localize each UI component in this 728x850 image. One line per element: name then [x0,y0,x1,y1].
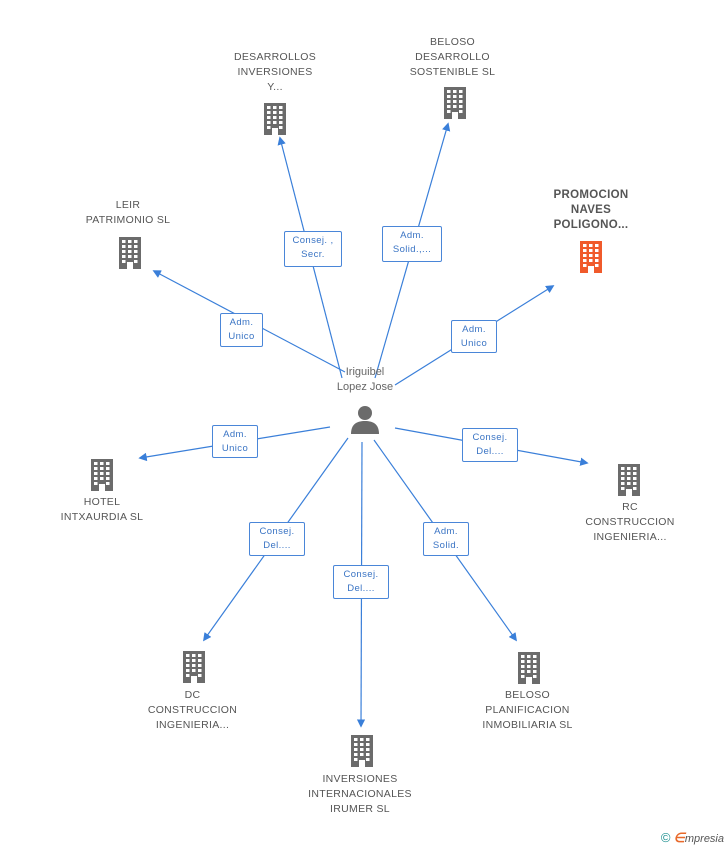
role-badge-rc: Consej. Del.... [462,428,518,462]
building-icon[interactable] [577,239,605,273]
role-badge-dc: Consej. Del.... [249,522,305,556]
company-label-rc[interactable]: RC CONSTRUCCION INGENIERIA... [585,501,675,543]
building-icon[interactable] [348,733,376,767]
building-icon[interactable] [441,85,469,119]
brand-e-logo: ∈ [673,830,685,845]
company-label-promocion[interactable]: PROMOCION NAVES POLIGONO... [553,189,629,231]
building-icon[interactable] [116,235,144,269]
role-badge-hotel: Adm. Unico [212,425,258,458]
role-badge-leir: Adm. Unico [220,313,263,347]
role-badge-desarrollos: Consej. , Secr. [284,231,342,267]
center-person-name[interactable]: Iriguibel Lopez Jose [336,366,394,393]
building-icon[interactable] [261,101,289,135]
company-label-desarrollos[interactable]: DESARROLLOS INVERSIONES Y... [233,51,317,93]
brand-name: mpresia [684,833,724,845]
company-label-hotel[interactable]: HOTEL INTXAURDIA SL [60,496,144,523]
copyright-symbol: © [660,830,671,845]
role-badge-beloso-des: Adm. Solid.,... [382,226,442,262]
company-label-inversiones[interactable]: INVERSIONES INTERNACIONALES IRUMER SL [308,773,412,815]
footer-brand: © ∈mpresia [661,830,724,846]
company-label-beloso-des[interactable]: BELOSO DESARROLLO SOSTENIBLE SL [409,36,496,78]
building-icon[interactable] [515,650,543,684]
building-icon[interactable] [180,649,208,683]
company-label-dc[interactable]: DC CONSTRUCCION INGENIERIA... [147,689,238,731]
role-badge-promocion: Adm. Unico [451,320,497,353]
company-label-beloso-plan[interactable]: BELOSO PLANIFICACION INMOBILIARIA SL [482,689,573,731]
building-icon[interactable] [615,462,643,496]
company-label-leir[interactable]: LEIR PATRIMONIO SL [85,199,171,226]
building-icon[interactable] [88,457,116,491]
role-badge-inversiones: Consej. Del.... [333,565,389,599]
person-icon[interactable] [350,404,380,434]
role-badge-beloso-plan: Adm. Solid. [423,522,469,556]
